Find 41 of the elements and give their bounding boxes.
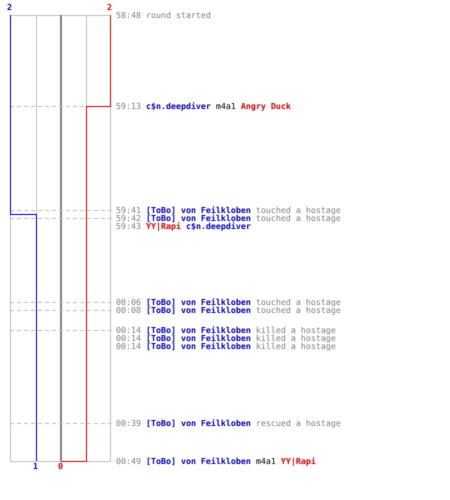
event-text: rescued a hostage xyxy=(256,419,341,428)
player-name: c$n.deepdiver xyxy=(146,102,211,111)
player-name: [ToBo] von Feilkloben xyxy=(146,298,251,307)
timestamp: 58:48 xyxy=(116,11,141,20)
player-name: YY|Rapi xyxy=(280,457,316,466)
score-number: 2 xyxy=(107,3,112,12)
event-text: killed a hostage xyxy=(256,342,336,351)
timestamp: 00:39 xyxy=(116,419,141,428)
player-name: [ToBo] von Feilkloben xyxy=(146,419,251,428)
player-name: YY|Rapi xyxy=(146,222,181,231)
weapon-name: m4a1 xyxy=(216,102,236,111)
timestamp: 00:06 xyxy=(116,298,141,307)
weapon-name: m4a1 xyxy=(256,457,276,466)
event-text: killed a hostage xyxy=(256,326,336,335)
event-text: touched a hostage xyxy=(256,298,341,307)
score-number: 0 xyxy=(58,462,63,471)
player-name: [ToBo] von Feilkloben xyxy=(146,457,251,466)
player-name: [ToBo] von Feilkloben xyxy=(146,342,251,351)
timestamp: 00:14 xyxy=(116,326,141,335)
timestamp: 59:42 xyxy=(116,214,141,223)
score-number: 2 xyxy=(7,3,12,12)
player-name: Angry Duck xyxy=(240,102,291,111)
timestamp: 00:49 xyxy=(116,457,141,466)
player-name: [ToBo] von Feilkloben xyxy=(146,334,251,343)
player-name: [ToBo] von Feilkloben xyxy=(146,306,251,315)
player-name: [ToBo] von Feilkloben xyxy=(146,206,251,215)
timestamp: 00:08 xyxy=(116,306,141,315)
event-text: touched a hostage xyxy=(256,214,341,223)
player-name: [ToBo] von Feilkloben xyxy=(146,326,251,335)
event-text: round started xyxy=(146,11,211,20)
event-text: killed a hostage xyxy=(256,334,336,343)
timestamp: 59:41 xyxy=(116,206,141,215)
timestamp: 00:14 xyxy=(116,342,141,351)
timestamp: 00:14 xyxy=(116,334,141,343)
score-number: 1 xyxy=(33,462,38,471)
timestamp: 59:43 xyxy=(116,222,141,231)
event-text: touched a hostage xyxy=(256,306,341,315)
player-name: [ToBo] von Feilkloben xyxy=(146,214,251,223)
player-name: c$n.deepdiver xyxy=(186,222,251,231)
timestamp: 59:13 xyxy=(116,102,141,111)
event-text: touched a hostage xyxy=(256,206,341,215)
